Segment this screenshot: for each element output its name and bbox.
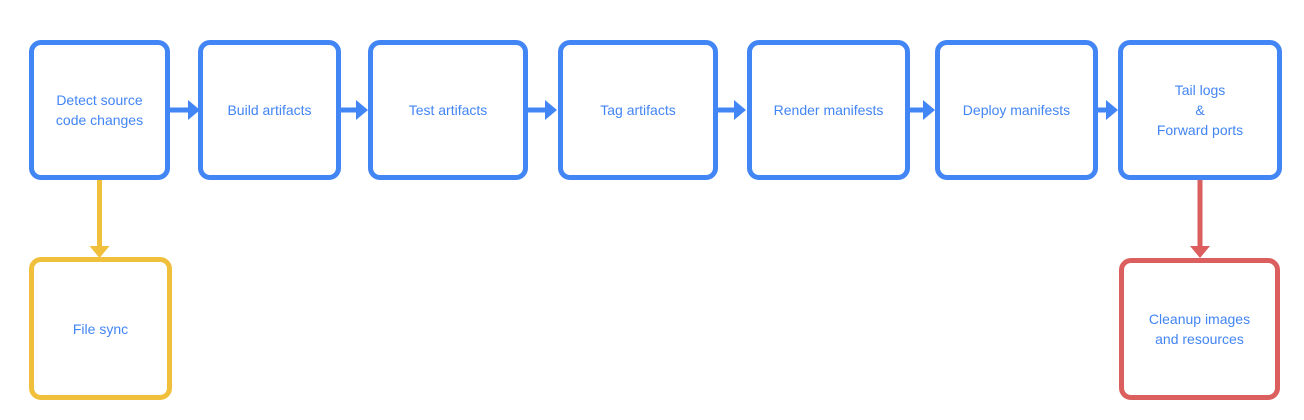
- arrow-test-to-tag: [528, 100, 557, 120]
- node-label: Detect source code changes: [55, 92, 144, 128]
- node-detect-source-code-changes: Detect source code changes: [29, 40, 170, 180]
- node-tag-artifacts: Tag artifacts: [558, 40, 718, 180]
- arrow-detect-to-file-sync: [89, 180, 110, 258]
- node-label: Tag artifacts: [600, 102, 676, 118]
- arrow-detect-to-build: [170, 100, 200, 120]
- node-label: Deploy manifests: [962, 102, 1071, 118]
- arrow-build-to-test: [341, 100, 368, 120]
- arrow-render-to-deploy: [910, 100, 935, 120]
- node-deploy-manifests: Deploy manifests: [935, 40, 1098, 180]
- node-render-manifests: Render manifests: [747, 40, 910, 180]
- node-label: Test artifacts: [408, 102, 488, 118]
- node-tail-logs-forward-ports: Tail logs & Forward ports: [1118, 40, 1282, 180]
- node-file-sync: File sync: [29, 257, 172, 400]
- node-label: Tail logs & Forward ports: [1156, 82, 1244, 138]
- node-label: File sync: [72, 320, 129, 337]
- arrow-tail-to-cleanup: [1190, 180, 1210, 258]
- arrow-tag-to-render: [718, 100, 746, 120]
- node-label: Render manifests: [773, 102, 884, 118]
- arrow-deploy-to-tail: [1098, 100, 1118, 120]
- node-cleanup-images-and-resources: Cleanup images and resources: [1119, 258, 1280, 400]
- node-test-artifacts: Test artifacts: [368, 40, 528, 180]
- node-label: Build artifacts: [227, 102, 312, 118]
- node-build-artifacts: Build artifacts: [198, 40, 341, 180]
- node-label: Cleanup images and resources: [1148, 311, 1251, 347]
